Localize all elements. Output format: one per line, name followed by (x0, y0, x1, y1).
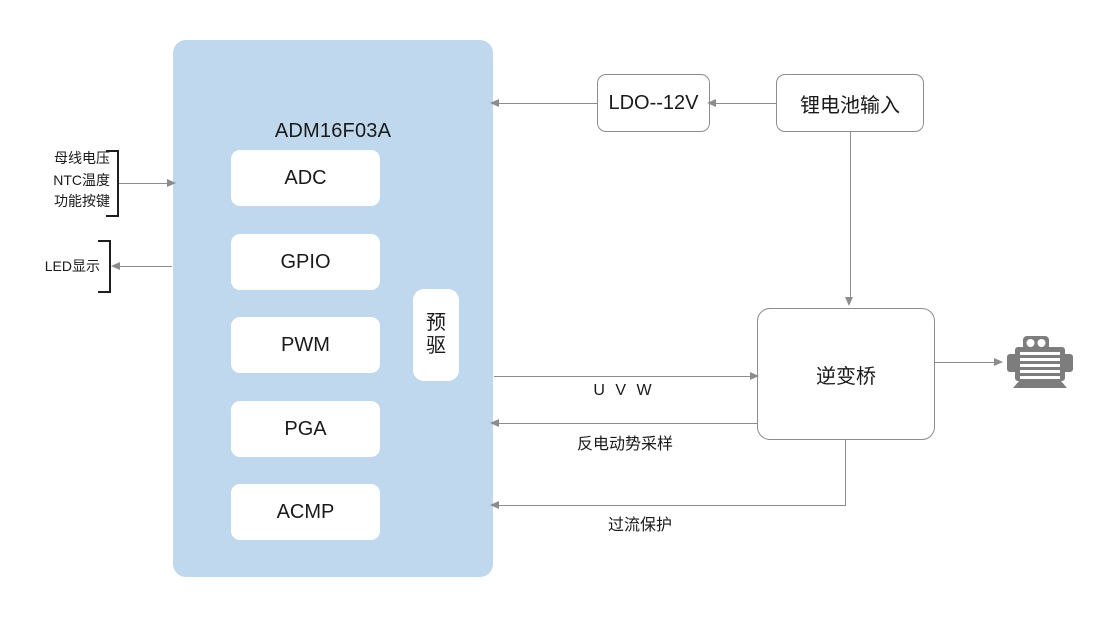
overcurrent-arrowhead-icon (490, 501, 499, 509)
peripheral-label: GPIO (280, 250, 331, 273)
pre-driver-label-char2: 驱 (426, 335, 446, 357)
sense-input-line-2: NTC温度 (53, 171, 110, 188)
sense-input-line-1: 母线电压 (54, 150, 110, 166)
peripheral-label: ACMP (276, 500, 335, 523)
ldo-to-mcu-arrowhead-icon (490, 99, 499, 107)
peripheral-label: PGA (284, 417, 327, 440)
bemf-label: 反电动势采样 (576, 436, 673, 453)
led-display-arrow-line (116, 266, 172, 267)
battery-input-block[interactable]: 锂电池输入 (776, 74, 924, 132)
sense-inputs-label: 母线电压 NTC温度 功能按键 (18, 148, 110, 213)
peripheral-label: ADC (284, 166, 327, 189)
pre-driver-label-char1: 预 (426, 312, 446, 334)
overcurrent-drop-line (845, 440, 846, 506)
peripheral-label: PWM (281, 333, 330, 356)
mcu-title: ADM16F03A (274, 120, 392, 142)
overcurrent-label: 过流保护 (607, 517, 672, 534)
peripheral-block-acmp[interactable]: ACMP (231, 484, 380, 540)
peripheral-block-adc[interactable]: ADC (231, 150, 380, 206)
uvw-arrowhead-icon (750, 372, 759, 380)
ldo-label: LDO--12V (608, 91, 699, 114)
mcu-block[interactable]: ADM16F03A ADC GPIO PWM PGA ACMP 预 驱 (173, 40, 493, 577)
motor-icon (1007, 336, 1073, 388)
sense-inputs-arrowhead-icon (167, 179, 176, 187)
battery-to-ldo-arrowhead-icon (707, 99, 716, 107)
bemf-line (494, 423, 757, 424)
battery-to-ldo-line (711, 103, 776, 104)
battery-input-label: 锂电池输入 (800, 94, 900, 117)
peripheral-block-pga[interactable]: PGA (231, 401, 380, 457)
led-display-bracket (98, 240, 111, 293)
inverter-bridge-block[interactable]: 逆变桥 (757, 308, 935, 440)
ldo-block[interactable]: LDO--12V (597, 74, 710, 132)
led-display-label: LED显示 (18, 256, 100, 278)
inverter-bridge-label: 逆变桥 (816, 365, 876, 388)
sense-inputs-bracket (106, 150, 119, 217)
sense-input-line-3: 功能按键 (54, 193, 110, 210)
uvw-line (494, 376, 754, 377)
overcurrent-line (494, 505, 846, 506)
battery-to-inverter-line (850, 132, 851, 298)
ldo-to-mcu-line (494, 103, 597, 104)
peripheral-block-pwm[interactable]: PWM (231, 317, 380, 373)
inverter-to-motor-line (935, 362, 997, 363)
sense-inputs-arrow-line (119, 183, 172, 184)
led-display-line-1: LED显示 (44, 258, 100, 274)
inverter-to-motor-arrowhead-icon (994, 358, 1003, 366)
peripheral-block-gpio[interactable]: GPIO (231, 234, 380, 290)
led-display-arrowhead-icon (111, 262, 120, 270)
bemf-arrowhead-icon (490, 419, 499, 427)
uvw-label: U V W (593, 382, 655, 399)
battery-to-inverter-arrowhead-icon (845, 297, 853, 306)
pre-driver-block[interactable]: 预 驱 (413, 289, 459, 381)
